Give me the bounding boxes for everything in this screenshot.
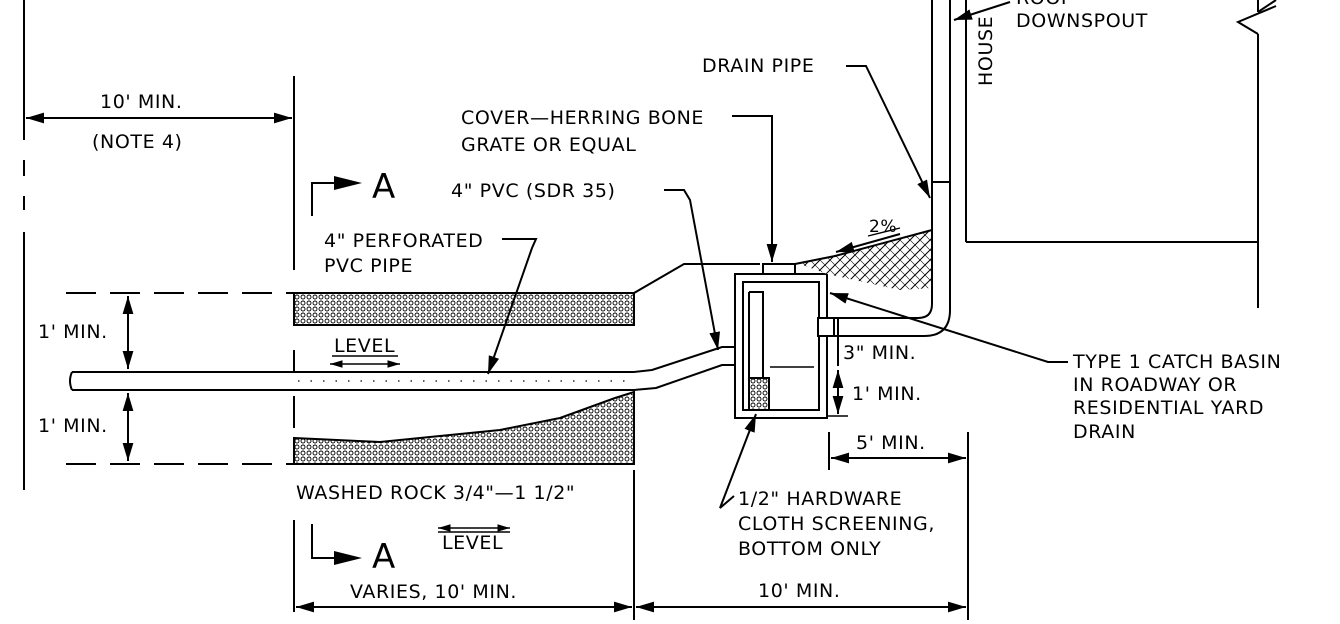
catch-basin-label-3: RESIDENTIAL YARD xyxy=(1073,397,1264,419)
ten-min-left-label: 10' MIN. xyxy=(100,91,183,113)
hardware-cloth-leader xyxy=(719,413,757,509)
section-a-marker-top xyxy=(311,176,362,216)
one-min-upper-label: 1' MIN. xyxy=(38,321,108,343)
hardware-cloth-label-1: 1/2" HARDWARE xyxy=(738,488,902,510)
catch-basin-label-2: IN ROADWAY OR xyxy=(1073,374,1237,396)
roof-downspout-leader xyxy=(953,1,1011,21)
house-label: HOUSE xyxy=(975,16,997,86)
soil-slope-hatch xyxy=(800,230,932,290)
cover-grate-leader xyxy=(732,115,778,262)
hardware-cloth-label-2: CLOTH SCREENING, xyxy=(738,513,935,535)
perforated-pipe xyxy=(69,371,634,391)
gravel-top-layer xyxy=(293,292,635,326)
perforated-pipe-leader xyxy=(487,238,538,375)
ten-min-bottom-label: 10' MIN. xyxy=(758,580,841,602)
cover-grate-label-1: COVER—HERRING BONE xyxy=(461,107,704,129)
roof-downspout-label-2: DOWNSPOUT xyxy=(1016,10,1148,32)
soil-slope-line xyxy=(794,229,933,265)
washed-rock-label: WASHED ROCK 3/4"—1 1/2" xyxy=(296,482,575,504)
catch-basin-label-4: DRAIN xyxy=(1073,421,1136,443)
cover-grate-label-2: GRATE OR EQUAL xyxy=(461,134,636,156)
left-boundary-lines xyxy=(23,0,295,612)
catch-basin-leader xyxy=(829,292,1068,363)
drain-pipe-leader xyxy=(846,65,931,199)
level-lower-label: LEVEL xyxy=(442,532,503,554)
hardware-cloth-label-3: BOTTOM ONLY xyxy=(738,538,881,560)
perforated-pipe-label-1: 4" PERFORATED xyxy=(324,230,483,252)
roof-downspout-label-1: ROOF xyxy=(1016,0,1072,9)
basin-vertical-dimensions xyxy=(832,318,848,414)
gravel-bottom-layer xyxy=(293,390,635,465)
five-min-label: 5' MIN. xyxy=(856,432,926,454)
level-upper-label: LEVEL xyxy=(334,335,395,357)
catch-basin-label-1: TYPE 1 CATCH BASIN xyxy=(1072,351,1281,373)
pvc-sdr-35-label: 4" PVC (SDR 35) xyxy=(451,180,616,202)
section-a-bottom-label: A xyxy=(372,537,396,577)
slope-arrow xyxy=(835,233,901,253)
house-wall xyxy=(965,0,1277,308)
ground-surface-line xyxy=(633,263,760,391)
drain-pipe-label: DRAIN PIPE xyxy=(702,55,814,77)
slope-pct-label: 2% xyxy=(869,217,897,237)
three-in-min-label: 3" MIN. xyxy=(843,342,916,364)
pvc-sdr-35-leader xyxy=(664,189,721,351)
catch-basin xyxy=(734,263,835,419)
one-min-lower-label: 1' MIN. xyxy=(38,415,108,437)
section-a-top-label: A xyxy=(372,167,396,207)
bottom-dimensions xyxy=(296,470,966,620)
varies-label: VARIES, 10' MIN. xyxy=(350,581,517,603)
perforated-pipe-label-2: PVC PIPE xyxy=(324,255,413,277)
section-a-marker-bottom xyxy=(311,524,362,565)
one-min-basin-label: 1' MIN. xyxy=(852,383,922,405)
note-4-label: (NOTE 4) xyxy=(92,131,183,153)
